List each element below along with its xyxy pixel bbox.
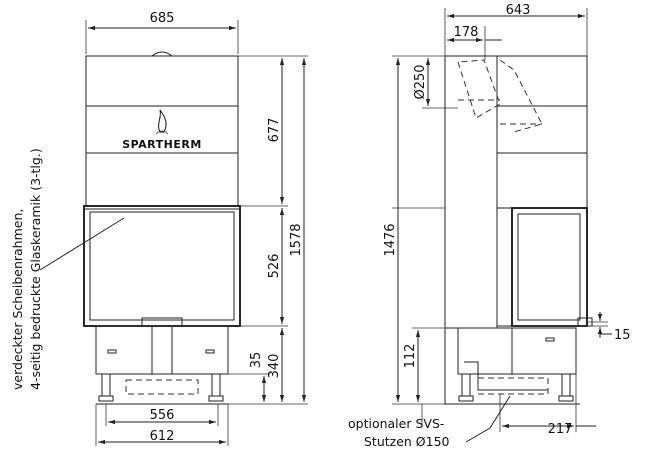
front-height-base-label: 340 bbox=[267, 354, 282, 379]
glass-note-line2: 4-seitig bedruckte Glaskeramik (3-tlg.) bbox=[28, 148, 43, 390]
svs-note-line1: optionaler SVS- bbox=[348, 416, 444, 431]
side-height-total-label: 1476 bbox=[383, 223, 398, 256]
front-width-glass-label: 556 bbox=[150, 408, 175, 423]
side-width-total-label: 643 bbox=[506, 3, 531, 18]
side-body bbox=[444, 55, 498, 329]
front-height-total-label: 1578 bbox=[289, 223, 304, 256]
brand-wordmark: SPARTHERM bbox=[122, 138, 202, 151]
side-offset-flue-label: 178 bbox=[454, 25, 479, 40]
side-height-inlet-label: 112 bbox=[403, 344, 418, 369]
front-width-base-label: 612 bbox=[150, 429, 175, 444]
svs-note-line2: Stutzen Ø150 bbox=[364, 434, 450, 449]
front-height-glass-label: 526 bbox=[267, 254, 282, 279]
front-width-top-label: 685 bbox=[150, 11, 175, 26]
side-hood bbox=[496, 55, 588, 209]
front-view: 685 SPARTHERM bbox=[10, 11, 308, 446]
front-glass-frame bbox=[83, 205, 241, 327]
side-base bbox=[457, 327, 577, 375]
flue-outlet bbox=[457, 59, 543, 133]
side-glass bbox=[511, 207, 588, 327]
front-height-foot-label: 35 bbox=[249, 352, 264, 369]
side-view: 643 178 Ø250 bbox=[348, 3, 631, 449]
spartherm-logo: SPARTHERM bbox=[122, 109, 202, 151]
side-depth-rear-label: 217 bbox=[548, 422, 573, 437]
glass-note-line1: verdeckter Scheibenrahmen, bbox=[10, 209, 25, 390]
side-flue-diameter-label: Ø250 bbox=[413, 64, 428, 99]
side-ledge-label: 15 bbox=[614, 328, 631, 343]
front-height-hood-label: 677 bbox=[267, 118, 282, 143]
